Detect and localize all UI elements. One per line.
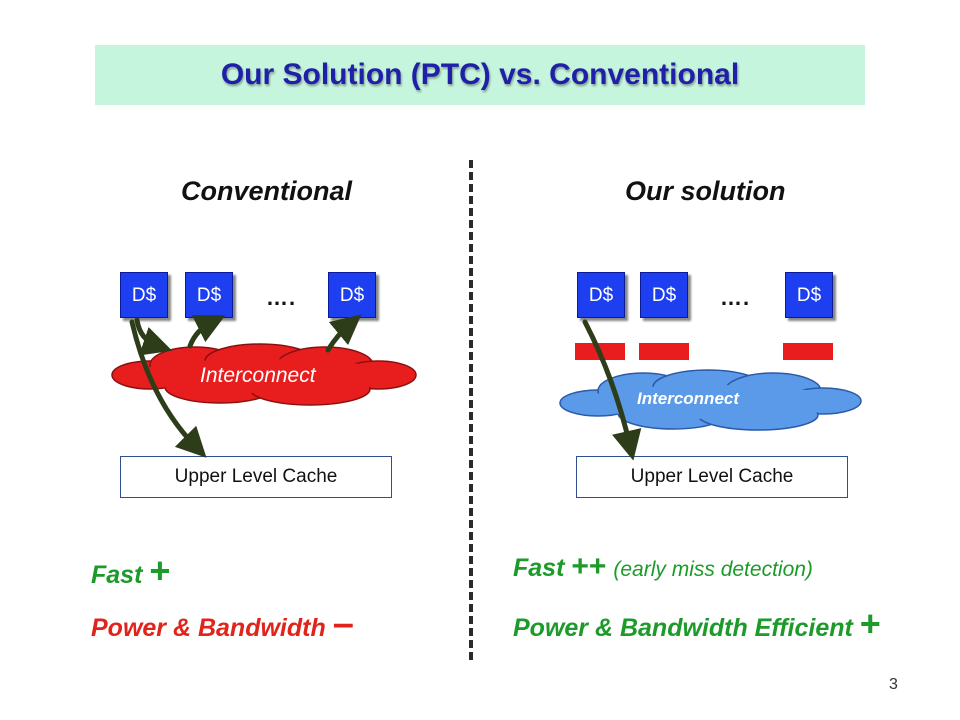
- slide-title: Our Solution (PTC) vs. Conventional: [220, 58, 740, 91]
- ours-power-line: Power & Bandwidth Efficient +: [513, 603, 881, 645]
- dcache-box: D$: [785, 272, 833, 318]
- arrow-interconnect-to-dcache: [325, 314, 362, 353]
- fast-label: Fast: [513, 554, 565, 582]
- conventional-fast-line: Fast +: [91, 550, 170, 592]
- arrow-dcache-to-cache-ours: [582, 319, 642, 461]
- early-miss-note: (early miss detection): [613, 558, 813, 581]
- interconnect-cloud-ours: [559, 369, 862, 431]
- dcache-box: D$: [120, 272, 168, 318]
- dcache-box: D$: [640, 272, 688, 318]
- plus-sign: +: [149, 550, 171, 591]
- plus-sign: +: [859, 603, 881, 644]
- dcache-box: D$: [577, 272, 625, 318]
- heading-conventional: Conventional: [181, 176, 353, 206]
- dcache-box: D$: [328, 272, 376, 318]
- heading-our-solution: Our solution: [625, 176, 786, 206]
- section-divider: [469, 160, 473, 660]
- dcache-box: D$: [185, 272, 233, 318]
- ellipsis-dots: ….: [266, 285, 297, 310]
- title-banner: [95, 45, 865, 105]
- ours-fast-line: Fast ++ (early miss detection): [513, 550, 813, 584]
- arrow-interconnect-to-cache: [129, 319, 207, 458]
- arrow-dcache-to-interconnect: [134, 317, 173, 356]
- double-plus-sign: ++: [571, 550, 607, 583]
- power-bandwidth-label: Power & Bandwidth: [91, 614, 326, 642]
- ellipsis-dots: ….: [720, 285, 751, 310]
- power-bandwidth-efficient-label: Power & Bandwidth Efficient: [513, 614, 853, 642]
- conventional-power-line: Power & Bandwidth –: [91, 603, 354, 646]
- interconnect-label-ours: Interconnect: [637, 389, 740, 408]
- page-number: 3: [889, 676, 898, 693]
- upper-level-cache-ours: Upper Level Cache: [576, 456, 848, 498]
- minus-sign: –: [332, 603, 354, 645]
- ptc-filter-bar: [783, 343, 833, 360]
- upper-level-cache-conventional: Upper Level Cache: [120, 456, 392, 498]
- interconnect-label-conventional: Interconnect: [200, 364, 316, 387]
- arrow-interconnect-to-dcache: [187, 315, 226, 349]
- ptc-filter-bar: [639, 343, 689, 360]
- fast-label: Fast: [91, 561, 143, 589]
